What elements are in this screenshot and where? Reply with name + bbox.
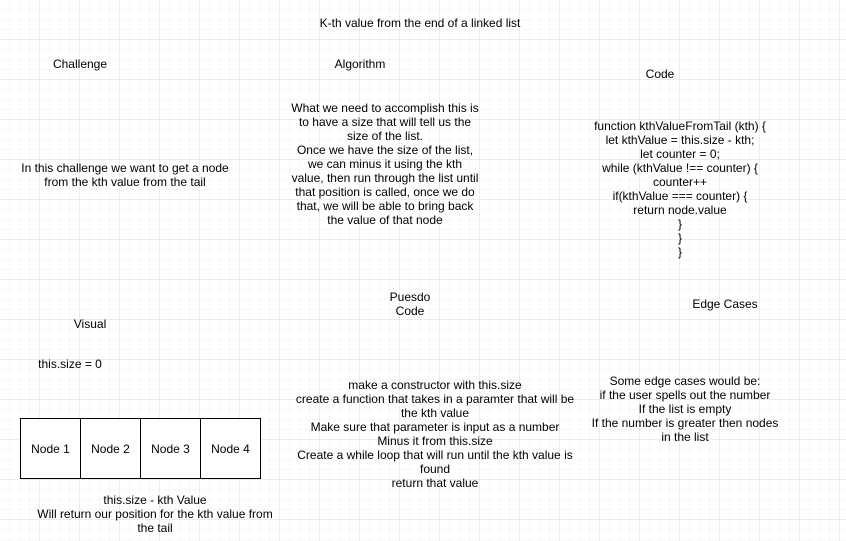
algorithm-line: What we need to accomplish this is — [291, 101, 479, 115]
pseudo-line: return that value — [391, 476, 479, 490]
code-line: } — [677, 245, 682, 259]
algorithm-text: What we need to accomplish this is to ha… — [275, 101, 495, 227]
algorithm-line: that position is called, once we do — [295, 185, 475, 199]
pseudo-text: make a constructor with this.size create… — [280, 378, 590, 490]
algorithm-line: to have a size that will tell us the — [298, 115, 472, 129]
list-node: Node 2 — [80, 418, 141, 479]
pseudo-line: make a constructor with this.size — [348, 378, 522, 392]
code-line: let kthValue = this.size - kth; — [605, 133, 755, 147]
algorithm-line: we can minus it using the kth — [307, 157, 463, 171]
diagram-title: K-th value from the end of a linked list — [319, 16, 521, 30]
code-line: function kthValueFromTail (kth) { — [594, 119, 766, 133]
pseudo-heading: Puesdo Code — [370, 290, 450, 318]
code-line: } — [677, 231, 682, 245]
visual-heading: Visual — [73, 317, 107, 331]
algorithm-line: the value of that node — [327, 213, 443, 227]
code-line: if(kthValue === counter) { — [612, 189, 748, 203]
algorithm-line: value, then run through the list until — [291, 171, 479, 185]
list-node: Node 4 — [200, 418, 261, 479]
visual-caption: this.size - kth Value Will return our po… — [25, 493, 285, 535]
challenge-line: from the kth value from the tail — [44, 175, 206, 189]
pseudo-heading-line: Code — [395, 304, 425, 318]
algorithm-heading: Algorithm — [334, 57, 386, 71]
pseudo-line: create a function that takes in a paramt… — [295, 392, 575, 406]
size-label: this.size = 0 — [38, 357, 102, 371]
visual-caption-line: Will return our position for the kth val… — [37, 507, 273, 521]
algorithm-line: size of the list. — [346, 129, 424, 143]
list-node: Node 1 — [20, 418, 81, 479]
code-line: while (kthValue !== counter) { — [602, 161, 758, 175]
edge-case-line: in the list — [661, 430, 709, 444]
code-block: function kthValueFromTail (kth) { let kt… — [570, 119, 790, 259]
code-line: let counter = 0; — [640, 147, 720, 161]
visual-caption-line: the tail — [137, 521, 173, 535]
algorithm-line: that, we will be able to bring back — [296, 199, 474, 213]
edge-cases-heading: Edge Cases — [692, 297, 758, 311]
edge-cases-text: Some edge cases would be: if the user sp… — [575, 374, 795, 444]
code-line: counter++ — [652, 175, 708, 189]
algorithm-line: Once we have the size of the list, — [296, 143, 474, 157]
code-heading: Code — [645, 67, 675, 81]
visual-caption-line: this.size - kth Value — [103, 493, 207, 507]
challenge-heading: Challenge — [52, 57, 108, 71]
challenge-text: In this challenge we want to get a node … — [10, 161, 240, 189]
edge-case-line: if the user spells out the number — [599, 388, 771, 402]
linked-list: Node 1 Node 2 Node 3 Node 4 — [20, 418, 261, 479]
edge-case-line: If the list is empty — [638, 402, 732, 416]
code-line: } — [677, 217, 682, 231]
pseudo-line: Make sure that parameter is input as a n… — [310, 420, 560, 434]
challenge-line: In this challenge we want to get a node — [21, 161, 229, 175]
edge-case-line: If the number is greater then nodes — [591, 416, 779, 430]
edge-case-line: Some edge cases would be: — [609, 374, 761, 388]
pseudo-line: Minus it from this.size — [377, 434, 493, 448]
pseudo-line: found — [419, 462, 451, 476]
pseudo-line: the kth value — [400, 406, 470, 420]
code-line: return node.value — [633, 203, 727, 217]
list-node: Node 3 — [140, 418, 201, 479]
pseudo-line: Create a while loop that will run until … — [297, 448, 573, 462]
pseudo-heading-line: Puesdo — [389, 290, 431, 304]
